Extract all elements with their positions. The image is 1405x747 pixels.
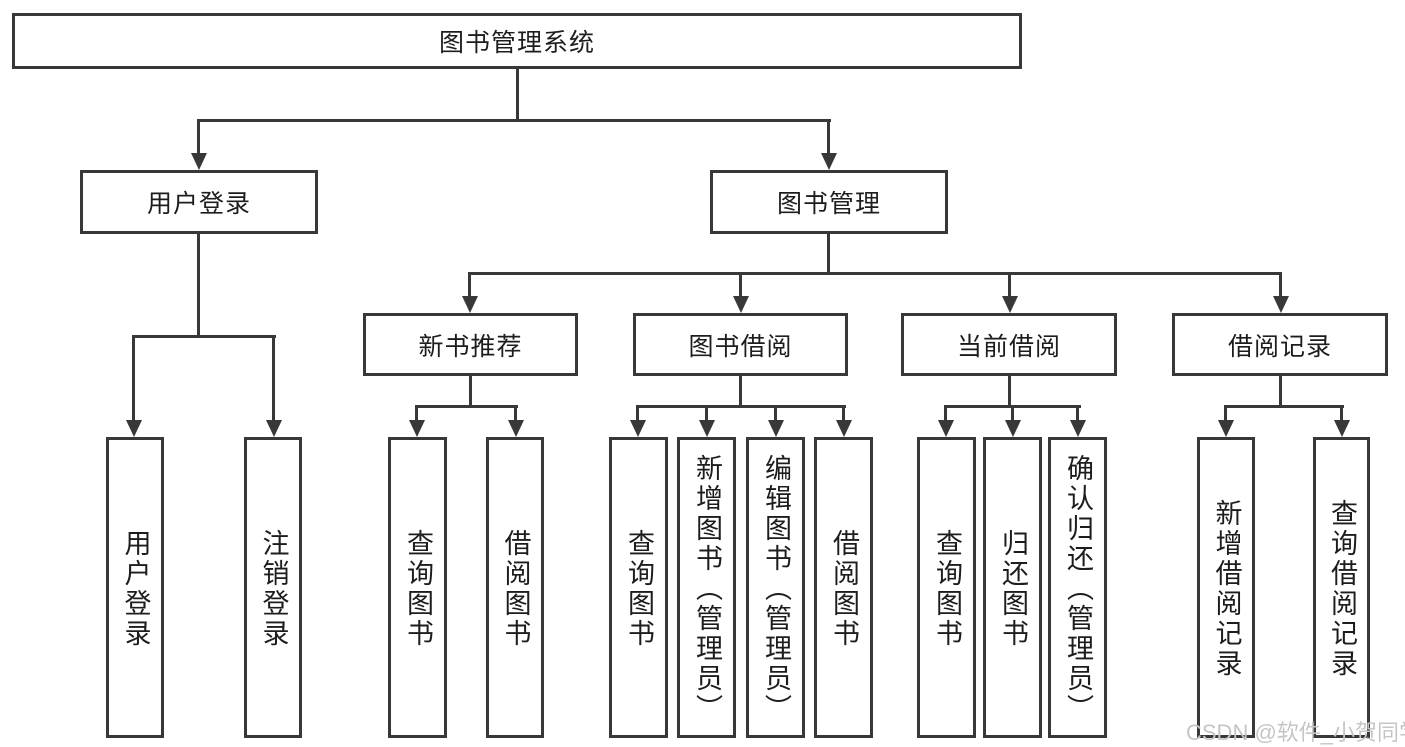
connector-book-mgmt-bar (468, 272, 1282, 275)
leaf-return-book-label: 归还图书 (998, 529, 1028, 649)
connector-user-login-stem (197, 234, 200, 336)
node-new-book-rec: 新书推荐 (363, 313, 578, 376)
connector-new-book-rec-bar (415, 405, 518, 408)
connector-new-book-rec-stem (469, 376, 472, 406)
node-root: 图书管理系统 (12, 13, 1022, 69)
leaf-borrow-book-rec-label: 借阅图书 (500, 529, 531, 649)
leaf-query-borrow-record-label: 查询借阅记录 (1327, 499, 1357, 679)
arrow-to-leaf-logout (272, 336, 275, 420)
leaf-user-login-label: 用户登录 (120, 529, 151, 649)
node-book-borrow-label: 图书借阅 (688, 332, 793, 361)
leaf-query-borrow-record: 查询借阅记录 (1313, 437, 1370, 738)
node-borrow-records-label: 借阅记录 (1227, 332, 1332, 361)
arrow-to-leaf-return-book (1011, 406, 1014, 420)
arrow-to-leaf-query-book-current (944, 406, 947, 420)
node-new-book-rec-label: 新书推荐 (418, 332, 523, 361)
arrow-to-leaf-query-book-borrow (636, 406, 639, 420)
leaf-edit-book-admin-label: 编辑图书（管理员） (761, 454, 791, 724)
node-user-login-label: 用户登录 (146, 190, 251, 218)
leaf-add-book-admin: 新增图书（管理员） (677, 437, 736, 738)
arrow-to-leaf-add-book (705, 406, 708, 420)
leaf-logout-label: 注销登录 (258, 529, 289, 649)
node-user-login: 用户登录 (80, 170, 318, 234)
node-current-borrow-label: 当前借阅 (956, 332, 1061, 361)
arrow-to-leaf-confirm-return (1076, 406, 1079, 420)
connector-borrow-records-stem (1279, 376, 1282, 406)
leaf-query-book-rec: 查询图书 (388, 437, 447, 738)
node-book-borrow: 图书借阅 (633, 313, 848, 376)
leaf-query-book-rec-label: 查询图书 (403, 529, 433, 649)
leaf-add-borrow-record: 新增借阅记录 (1197, 437, 1255, 738)
leaf-add-book-admin-label: 新增图书（管理员） (692, 454, 722, 724)
leaf-borrow-book: 借阅图书 (814, 437, 873, 738)
arrow-to-leaf-borrow-book (842, 406, 845, 420)
leaf-user-login: 用户登录 (106, 437, 164, 738)
arrow-to-book-mgmt (827, 120, 830, 153)
node-current-borrow: 当前借阅 (901, 313, 1117, 376)
arrow-to-leaf-query-borrow-record (1340, 406, 1343, 420)
leaf-logout: 注销登录 (244, 437, 302, 738)
leaf-return-book: 归还图书 (983, 437, 1042, 738)
arrow-to-borrow-records (1279, 273, 1282, 296)
leaf-query-book-borrow: 查询图书 (609, 437, 668, 738)
arrow-to-new-book-rec (468, 273, 471, 296)
node-root-label: 图书管理系统 (438, 29, 595, 57)
leaf-query-book-borrow-label: 查询图书 (624, 529, 654, 649)
arrow-to-leaf-borrow-book-rec (514, 406, 517, 420)
connector-current-borrow-stem (1008, 376, 1011, 406)
leaf-confirm-return-admin-label: 确认归还（管理员） (1063, 454, 1093, 724)
leaf-borrow-book-label: 借阅图书 (829, 529, 859, 649)
csdn-watermark: CSDN @软件_小贺同学 (1186, 720, 1405, 745)
arrow-to-leaf-query-book-rec (415, 406, 418, 420)
connector-borrow-records-bar (1224, 405, 1344, 408)
connector-root-stem (516, 69, 519, 120)
leaf-add-borrow-record-label: 新增借阅记录 (1211, 499, 1242, 679)
node-borrow-records: 借阅记录 (1172, 313, 1388, 376)
connector-user-login-bar (132, 335, 276, 338)
leaf-query-book-current-label: 查询图书 (932, 529, 962, 649)
connector-book-borrow-stem (739, 376, 742, 406)
arrow-to-leaf-edit-book (774, 406, 777, 420)
connector-book-borrow-bar (636, 405, 846, 408)
connector-root-bar (197, 119, 831, 122)
arrow-to-current-borrow (1008, 273, 1011, 296)
arrow-to-leaf-user-login (132, 336, 135, 420)
connector-book-mgmt-stem (827, 234, 830, 273)
arrow-to-user-login (197, 120, 200, 153)
leaf-edit-book-admin: 编辑图书（管理员） (746, 437, 805, 738)
node-book-mgmt: 图书管理 (710, 170, 948, 234)
leaf-query-book-current: 查询图书 (917, 437, 976, 738)
arrow-to-leaf-add-borrow-record (1224, 406, 1227, 420)
arrow-to-book-borrow (739, 273, 742, 296)
leaf-borrow-book-rec: 借阅图书 (486, 437, 544, 738)
leaf-confirm-return-admin: 确认归还（管理员） (1048, 437, 1107, 738)
node-book-mgmt-label: 图书管理 (776, 190, 881, 218)
